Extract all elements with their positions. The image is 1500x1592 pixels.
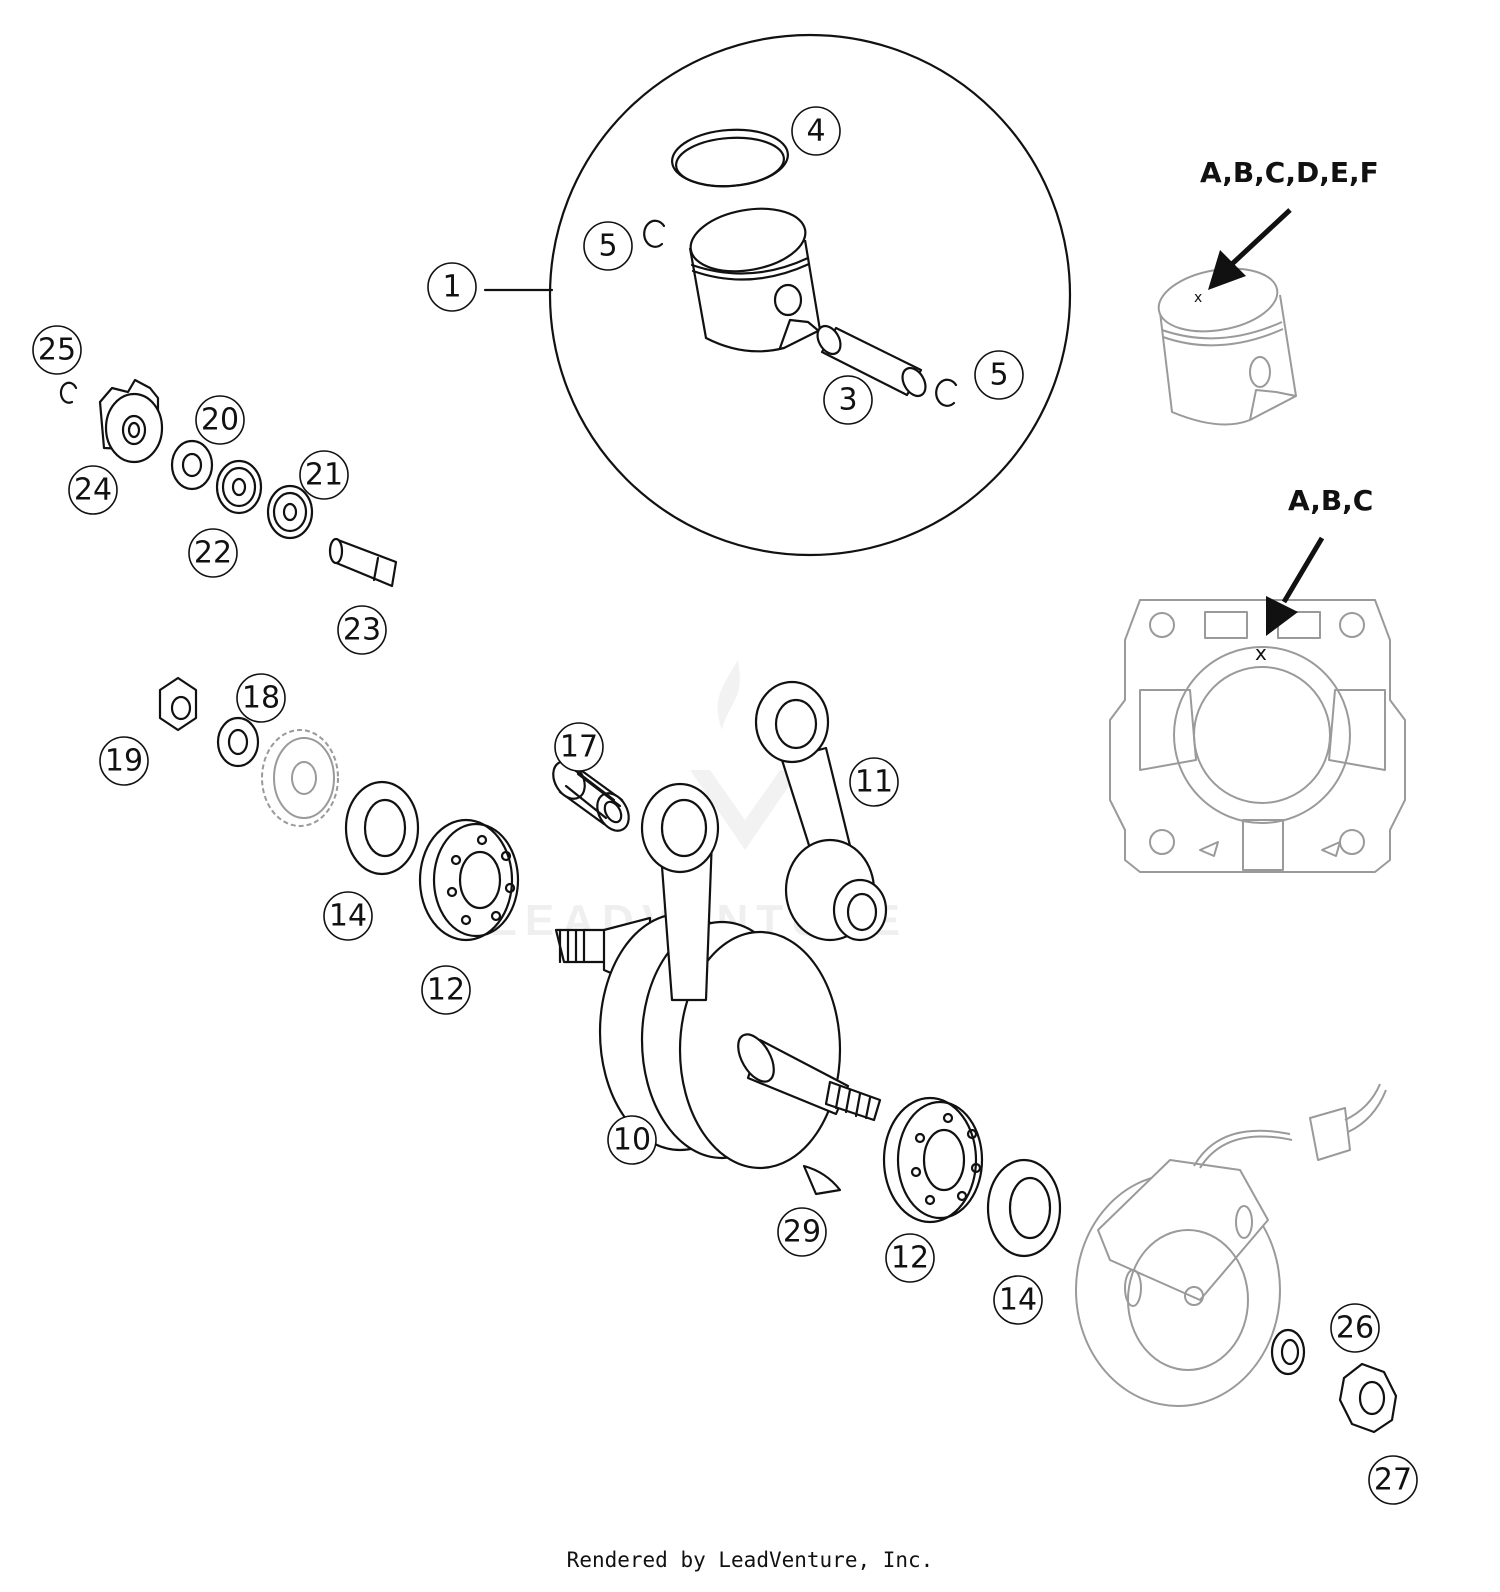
circlip-right-drawing [935, 378, 958, 407]
callout-label: 14 [329, 899, 367, 934]
callout-label: 20 [201, 403, 239, 438]
footer-credit: Rendered by LeadVenture, Inc. [566, 1548, 934, 1572]
piston-detail-view [483, 33, 1072, 557]
bearing-22-drawing [215, 459, 263, 515]
callout-1[interactable]: 1 [427, 262, 477, 312]
piston-pin-drawing [816, 324, 927, 398]
connecting-rod-drawing [754, 680, 888, 942]
callout-5-left[interactable]: 5 [583, 221, 633, 271]
shaft-seal-14-right-drawing [986, 1158, 1062, 1258]
callout-20[interactable]: 20 [195, 395, 245, 445]
callout-12-right[interactable]: 12 [885, 1233, 935, 1283]
callout-label: 17 [560, 730, 598, 765]
callout-label: 24 [74, 473, 112, 508]
callout-10[interactable]: 10 [607, 1115, 657, 1165]
callout-label: 25 [38, 333, 76, 368]
callout-11[interactable]: 11 [849, 757, 899, 807]
piston-mark-symbol: x [1194, 290, 1202, 306]
callout-18[interactable]: 18 [236, 673, 286, 723]
callout-25[interactable]: 25 [32, 325, 82, 375]
crank-left-parts [158, 676, 520, 942]
callout-5-right[interactable]: 5 [974, 350, 1024, 400]
callout-24[interactable]: 24 [68, 465, 118, 515]
callout-label: 29 [783, 1215, 821, 1250]
callout-17[interactable]: 17 [554, 722, 604, 772]
pump-shaft-drawing [328, 537, 398, 588]
callout-22[interactable]: 22 [188, 528, 238, 578]
callout-label: 3 [838, 383, 857, 418]
callout-label: 4 [806, 114, 825, 149]
cylinder-marking-label: A,B,C [1288, 484, 1373, 517]
callout-21[interactable]: 21 [299, 450, 349, 500]
nut-19-drawing [158, 676, 198, 732]
callout-29[interactable]: 29 [777, 1207, 827, 1257]
callout-label: 23 [343, 613, 381, 648]
callout-12-left[interactable]: 12 [421, 965, 471, 1015]
cylinder-mark-symbol: x [1255, 641, 1267, 665]
callout-14-right[interactable]: 14 [993, 1275, 1043, 1325]
piston-marking-note: A,B,C,D,E,F [1200, 156, 1379, 290]
callout-label: 26 [1336, 1311, 1374, 1346]
callout-label: 10 [613, 1123, 651, 1158]
crankshaft-assembly [552, 680, 888, 1196]
callout-label: 21 [305, 458, 343, 493]
main-bearing-12-left-drawing [418, 818, 520, 942]
callout-14-left[interactable]: 14 [323, 891, 373, 941]
reference-cylinder: x [1109, 599, 1406, 873]
woodruff-key-drawing [802, 1164, 842, 1196]
callout-label: 22 [194, 536, 232, 571]
gear-drawing [261, 729, 339, 827]
reference-piston: x [1157, 267, 1297, 426]
callout-27[interactable]: 27 [1368, 1455, 1418, 1505]
piston-marking-label: A,B,C,D,E,F [1200, 156, 1379, 189]
callout-label: 27 [1374, 1463, 1412, 1498]
callout-26[interactable]: 26 [1330, 1303, 1380, 1353]
callout-label: 14 [999, 1283, 1037, 1318]
callout-23[interactable]: 23 [337, 605, 387, 655]
main-bearing-12-right-drawing [882, 1096, 984, 1224]
callout-label: 1 [442, 270, 461, 305]
piston-ring-drawing [671, 128, 789, 188]
crank-right-parts [882, 1083, 1398, 1434]
callout-label: 19 [105, 744, 143, 779]
water-pump-group [59, 378, 398, 588]
callout-label: 12 [427, 973, 465, 1008]
washer-26-drawing [1270, 1328, 1306, 1376]
callout-4[interactable]: 4 [791, 106, 841, 156]
cylinder-marking-note: A,B,C [1266, 484, 1373, 636]
callout-label: 18 [242, 681, 280, 716]
impeller-drawing [98, 378, 164, 464]
callout-label: 12 [891, 1241, 929, 1276]
shaft-seal-14-left-drawing [344, 780, 420, 876]
nut-27-drawing [1338, 1362, 1398, 1434]
piston-drawing [688, 207, 822, 353]
callout-label: 5 [598, 229, 617, 264]
circlip-25-drawing [59, 381, 78, 404]
callout-label: 11 [855, 765, 893, 800]
spacer-20-drawing [170, 439, 214, 491]
circlip-left-drawing [643, 219, 666, 248]
stator-drawing [1075, 1083, 1387, 1407]
bearing-21-drawing [266, 484, 314, 540]
washer-18-drawing [216, 716, 260, 768]
callout-label: 5 [989, 358, 1008, 393]
callout-19[interactable]: 19 [99, 736, 149, 786]
callout-3[interactable]: 3 [823, 375, 873, 425]
